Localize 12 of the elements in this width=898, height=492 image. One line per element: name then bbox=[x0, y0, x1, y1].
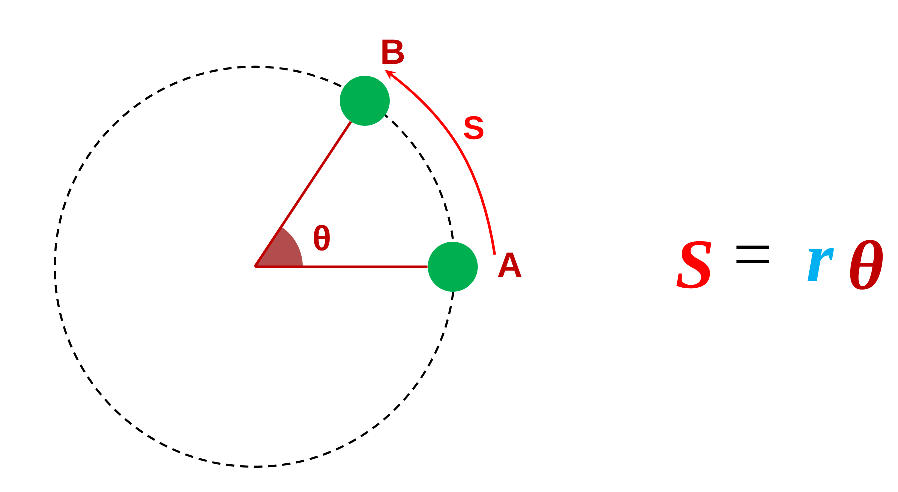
edge-label: S bbox=[464, 116, 484, 140]
point-dot bbox=[428, 242, 478, 292]
equation-symbol: r bbox=[808, 248, 834, 282]
equation-symbol: S bbox=[676, 241, 712, 289]
equation-symbol: θ bbox=[850, 240, 884, 290]
equation-symbol: = bbox=[736, 246, 770, 264]
point-label: A bbox=[498, 252, 522, 278]
angle-label: θ bbox=[314, 225, 330, 251]
point-label: B bbox=[382, 40, 404, 64]
point-dot bbox=[340, 76, 390, 126]
radius-line bbox=[255, 266, 428, 268]
radius-line bbox=[254, 121, 352, 268]
